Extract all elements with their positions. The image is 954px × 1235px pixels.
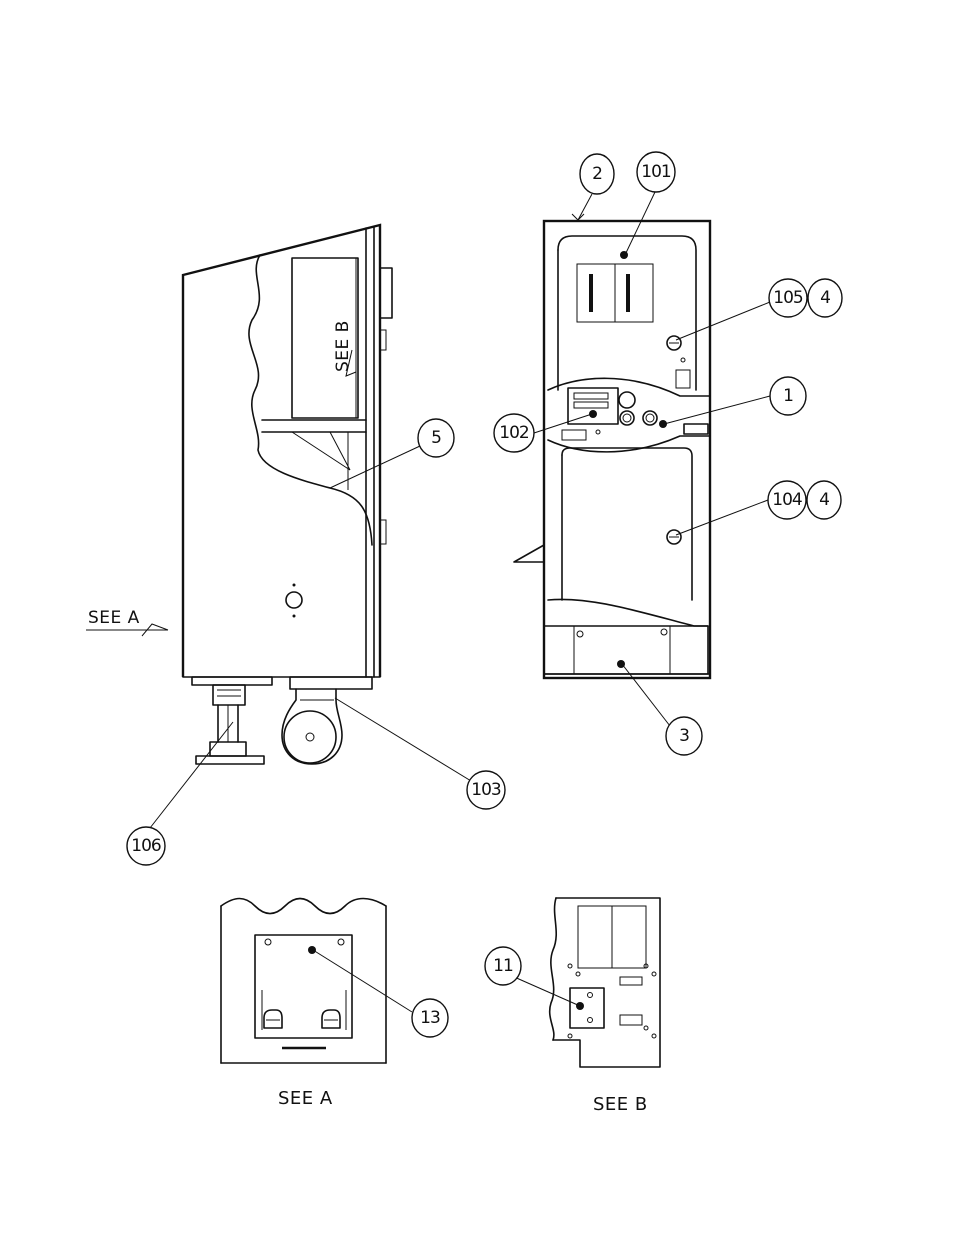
svg-text:2: 2 <box>592 164 602 184</box>
see-b-caption: SEE B <box>593 1094 648 1115</box>
svg-text:3: 3 <box>679 726 689 746</box>
callout-11: 11 <box>485 947 521 985</box>
svg-text:101: 101 <box>641 162 671 182</box>
svg-text:106: 106 <box>131 836 161 856</box>
leveling-foot <box>196 685 264 764</box>
svg-text:5: 5 <box>431 428 441 448</box>
detail-b-component <box>570 988 604 1028</box>
svg-text:4: 4 <box>819 490 829 510</box>
callout-1: 1 <box>770 377 806 415</box>
svg-text:11: 11 <box>493 956 513 976</box>
detail-see-b: SEE B <box>550 898 660 1115</box>
svg-text:1: 1 <box>783 386 793 406</box>
side-view-cutaway-break <box>249 255 372 545</box>
side-view-cabinet-outline <box>183 225 380 677</box>
callout-104: 104 <box>768 481 806 519</box>
callout-106: 106 <box>127 827 165 865</box>
callout-2: 2 <box>580 154 614 194</box>
callout-103: 103 <box>467 771 505 809</box>
detail-a-plate <box>255 935 352 1038</box>
svg-text:104: 104 <box>772 490 802 510</box>
front-view-base-box <box>544 626 708 674</box>
svg-text:105: 105 <box>773 288 803 308</box>
side-view-vent-hole <box>286 592 302 608</box>
callout-3: 3 <box>666 717 702 755</box>
callout-105: 105 <box>769 279 807 317</box>
callout-4-upper: 4 <box>808 279 842 317</box>
front-view-middle-cutaway <box>548 378 710 396</box>
front-view <box>514 221 710 678</box>
svg-text:102: 102 <box>499 423 529 443</box>
svg-text:103: 103 <box>471 780 501 800</box>
callout-101: 101 <box>637 152 675 192</box>
caster-wheel <box>282 689 342 764</box>
leader-lines <box>150 192 770 1012</box>
callout-102: 102 <box>494 414 534 452</box>
side-view: SEE B SEE A <box>86 225 392 764</box>
see-a-caption: SEE A <box>278 1088 333 1109</box>
svg-text:13: 13 <box>420 1008 440 1028</box>
callout-5: 5 <box>418 419 454 457</box>
side-view-see-a-label: SEE A <box>88 608 140 628</box>
svg-text:4: 4 <box>820 288 830 308</box>
detail-see-a: SEE A <box>221 899 386 1110</box>
callout-13: 13 <box>412 999 448 1037</box>
side-view-see-b-label: SEE B <box>333 320 353 372</box>
callout-4-lower: 4 <box>807 481 841 519</box>
